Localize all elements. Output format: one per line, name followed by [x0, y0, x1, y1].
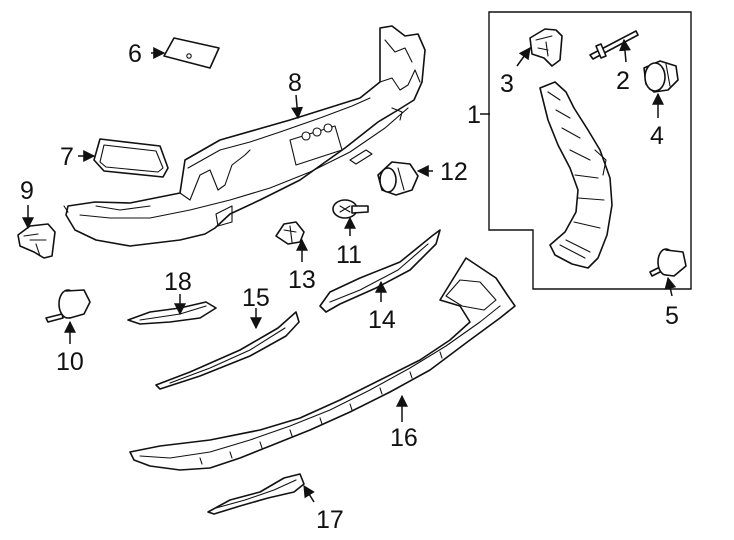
callout-5: 5	[665, 302, 679, 330]
part-11-screw	[332, 199, 369, 219]
callout-6: 6	[128, 40, 142, 68]
part-18-trim	[127, 301, 217, 325]
callout-8: 8	[288, 69, 302, 97]
part-16-valance	[129, 257, 516, 471]
callout-1: 1	[467, 101, 481, 129]
part-7-reflector	[93, 138, 169, 178]
part-2-pin	[589, 30, 639, 60]
callout-17: 17	[316, 506, 344, 534]
part-8-bumper-cover	[63, 25, 426, 247]
inset-box	[488, 11, 692, 290]
callout-3: 3	[500, 70, 514, 98]
callout-12: 12	[440, 158, 468, 186]
callout-18: 18	[164, 268, 192, 296]
callout-4: 4	[650, 122, 664, 150]
part-4-push-clip	[643, 60, 679, 93]
part-14-strip	[319, 229, 441, 313]
callout-7: 7	[60, 143, 74, 171]
part-5-push-pin	[649, 248, 687, 277]
callout-13: 13	[288, 266, 316, 294]
part-10-push-pin	[45, 289, 91, 323]
part-13-clip	[275, 221, 305, 245]
callout-2: 2	[616, 67, 630, 95]
part-1-bracket	[539, 81, 613, 269]
part-3-clip	[529, 28, 563, 67]
part-15-trim	[155, 311, 300, 390]
part-12-clip	[377, 161, 419, 196]
callout-11: 11	[336, 241, 362, 269]
callout-9: 9	[20, 177, 34, 205]
part-9-bracket	[17, 223, 56, 259]
callout-14: 14	[368, 306, 396, 334]
callout-10: 10	[56, 348, 84, 376]
part-17-bracket	[207, 473, 305, 515]
part-6-plate	[163, 37, 220, 69]
callout-15: 15	[242, 284, 270, 312]
callout-16: 16	[390, 424, 418, 452]
leader-lines	[22, 38, 677, 503]
